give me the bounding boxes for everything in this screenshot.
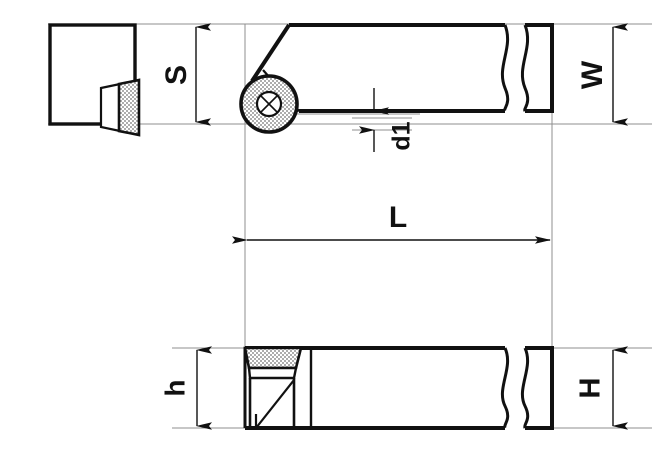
dimension-d1-label: d1 (388, 121, 416, 150)
dimension-h-label: h (159, 379, 190, 396)
side-view-insert (243, 346, 303, 370)
side-view-pocket-walls (248, 378, 296, 428)
side-view-pocket-diagonal (255, 379, 295, 429)
end-view (48, 23, 141, 137)
dimension-h: h (159, 346, 212, 430)
screw-cross-line-2 (259, 94, 279, 114)
dimension-L-label: L (389, 201, 407, 234)
end-view-insert (117, 78, 141, 137)
dimension-W: W (576, 23, 628, 126)
top-view-nose-chamfer (250, 23, 291, 83)
break-symbol-right (520, 24, 530, 112)
side-break-symbol-right (520, 347, 530, 429)
dimension-S: S (160, 23, 211, 126)
end-view-insert-seat (99, 82, 122, 133)
dimension-L: L (232, 201, 551, 244)
side-break-symbol-left (500, 347, 510, 429)
dimension-S-label: S (160, 65, 193, 85)
side-view-insert-shim (247, 366, 298, 380)
side-view (243, 346, 554, 430)
dimension-d1: d1 (359, 88, 416, 152)
top-view-tail (525, 23, 554, 113)
dimension-H: H (575, 346, 628, 430)
dimension-H-label: H (575, 378, 607, 399)
break-symbol-left (500, 24, 510, 112)
dimension-W-label: W (576, 60, 609, 89)
side-view-tail (525, 346, 554, 430)
top-view (239, 23, 554, 134)
